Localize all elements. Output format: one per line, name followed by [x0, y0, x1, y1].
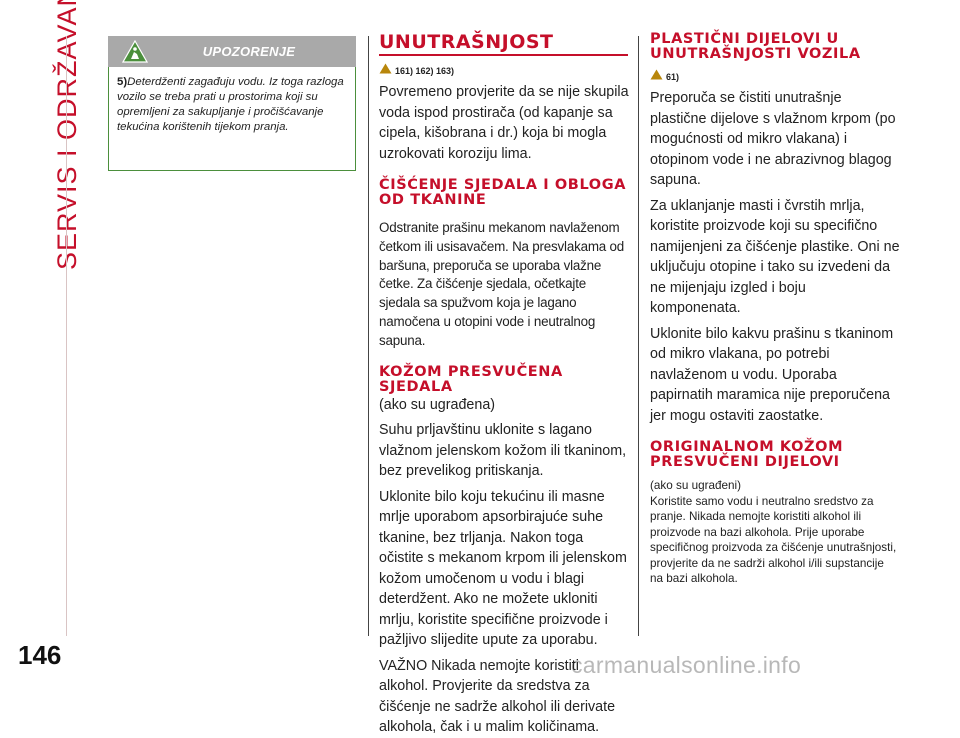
- plastics-paragraph-3: Uklonite bilo kakvu prašinu s tkaninom o…: [650, 325, 894, 424]
- fabric-seats-text: Odstranite prašinu mekanom navlaženom če…: [379, 220, 625, 348]
- leather-parts-heading: ORIGINALNOM KOŽOM PRESVUČENI DIJELOVI: [650, 439, 844, 470]
- warning-note-number: 5): [117, 76, 128, 88]
- leather-parts-text: Koristite samo vodu i neutralno sredstvo…: [650, 494, 897, 586]
- page-number: 146: [18, 640, 62, 670]
- interior-refs-text: 161) 162) 163): [395, 66, 455, 76]
- heading-rule: [379, 54, 628, 56]
- interior-refs: 161) 162) 163): [379, 63, 629, 76]
- interior-column: UNUTRAŠNJOST 161) 162) 163) Povremeno pr…: [379, 32, 629, 738]
- warning-triangle-icon: [121, 39, 149, 68]
- warning-note-text: Deterdženti zagađuju vodu. Iz toga razlo…: [117, 76, 344, 133]
- warning-small-icon: [650, 69, 663, 82]
- section-title-vertical: SERVIS I ODRŽAVANJE: [52, 0, 82, 270]
- plastics-heading: PLASTIČNI DIJELOVI U UNUTRAŠNJOSTI VOZIL…: [650, 31, 861, 62]
- warning-header: UPOZORENJE: [108, 36, 356, 67]
- leather-seats-heading: KOŽOM PRESVUČENA SJEDALA: [379, 363, 563, 395]
- plastics-paragraph-2: Za uklanjanje masti i čvrstih mrlja, kor…: [650, 197, 900, 317]
- column-divider-right: [638, 36, 639, 636]
- sidebar-divider: [66, 36, 67, 636]
- plastics-refs: 61): [650, 69, 900, 82]
- leather-parts-subtitle: (ako su ugrađeni): [650, 479, 741, 492]
- warning-small-icon: [379, 63, 392, 76]
- warning-heading: UPOZORENJE: [202, 44, 296, 59]
- warning-box: UPOZORENJE 5)Deterdženti zagađuju vodu. …: [108, 36, 356, 173]
- interior-paragraph: Povremeno provjerite da se nije skupila …: [379, 84, 629, 162]
- leather-seats-paragraph-3: VAŽNO Nikada nemojte koristiti alkohol. …: [379, 657, 616, 736]
- plastics-refs-text: 61): [666, 72, 680, 82]
- fabric-seats-heading: ČIŠĆENJE SJEDALA I OBLOGA OD TKANINE: [379, 177, 627, 208]
- plastics-paragraph-1: Preporuča se čistiti unutrašnje plastičn…: [650, 90, 896, 188]
- watermark: carmanualsonline.info: [571, 652, 802, 678]
- leather-seats-subtitle: (ako su ugrađena): [379, 396, 496, 413]
- leather-seats-paragraph-2: Uklonite bilo koju tekućinu ili masne mr…: [379, 488, 627, 649]
- warning-body: 5)Deterdženti zagađuju vodu. Iz toga raz…: [108, 67, 356, 171]
- interior-heading: UNUTRAŠNJOST: [379, 31, 554, 53]
- column-divider-left: [368, 36, 369, 636]
- leather-seats-paragraph-1: Suhu prljavštinu uklonite s lagano vlažn…: [379, 422, 627, 480]
- plastics-column: PLASTIČNI DIJELOVI U UNUTRAŠNJOSTI VOZIL…: [650, 32, 900, 587]
